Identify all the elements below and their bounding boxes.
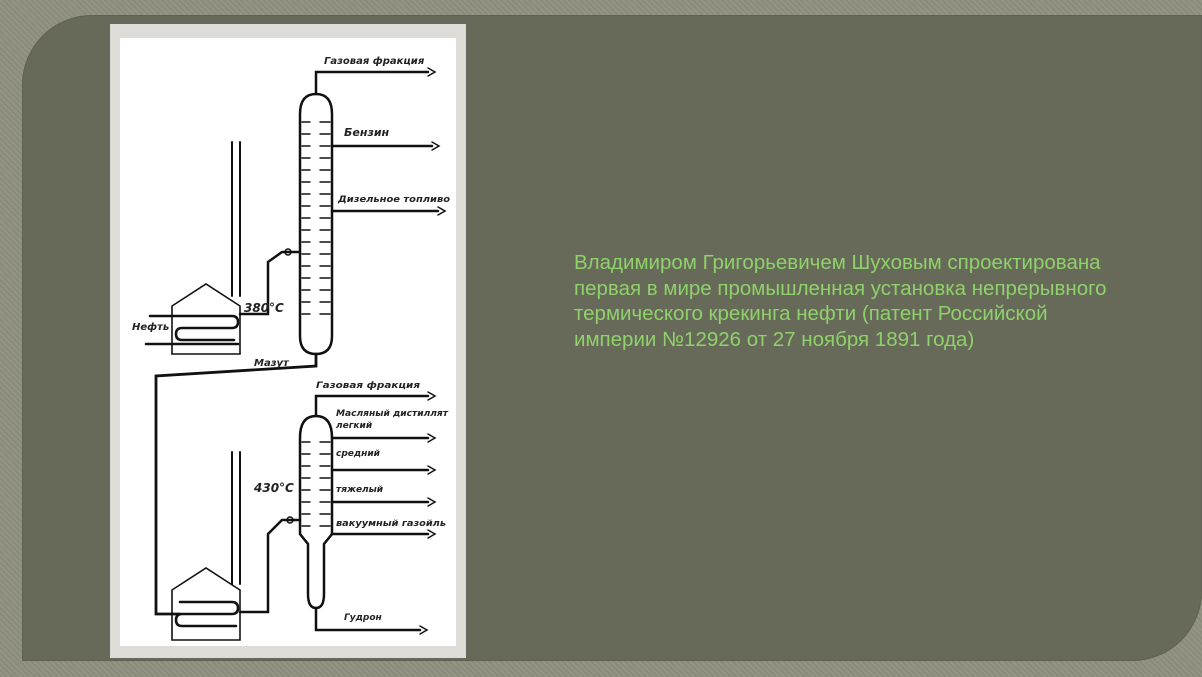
label-oil-distillate: Масляный дистиллят [336, 409, 449, 419]
label-light: легкий [336, 421, 373, 431]
upper-column [298, 92, 334, 356]
fuel-oil-line [154, 352, 318, 616]
tar-outlet [314, 606, 422, 632]
lower-coil [174, 600, 240, 628]
upper-gas-outlet [314, 70, 430, 96]
lower-chimney [231, 451, 241, 585]
lower-transfer-line [238, 518, 302, 614]
upper-coil [148, 314, 240, 342]
label-temp-bottom: 430°С [253, 481, 294, 495]
lower-column [298, 414, 334, 610]
description-text: Владимиром Григорьевичем Шуховым спроект… [574, 251, 1107, 351]
label-diesel: Дизельное топливо [337, 195, 450, 205]
label-gas-fraction-bottom: Газовая фракция [316, 381, 420, 391]
lower-column-trays [301, 441, 331, 527]
diagram-svg: Газовая фракция Бензин Дизельное топливо… [132, 55, 450, 641]
upper-column-trays [301, 121, 331, 315]
upper-chimney [231, 141, 241, 297]
label-medium: средний [336, 449, 381, 459]
upper-furnace [171, 283, 241, 355]
lower-furnace [171, 567, 241, 641]
lower-gas-outlet [314, 394, 430, 418]
upper-transfer-line [238, 250, 302, 316]
label-heavy: тяжелый [336, 485, 384, 495]
cracking-plant-diagram: Газовая фракция Бензин Дизельное топливо… [110, 24, 466, 658]
label-gasoline: Бензин [344, 126, 390, 139]
label-gas-fraction-top: Газовая фракция [324, 55, 425, 67]
label-vacuum-gasoil: вакуумный газойль [336, 519, 446, 529]
label-temp-top: 380°С [244, 301, 284, 315]
label-oil-input: Нефть [132, 321, 169, 333]
diagram-paper [120, 38, 456, 646]
label-tar: Гудрон [344, 613, 382, 623]
label-fuel-oil: Мазут [254, 358, 290, 369]
